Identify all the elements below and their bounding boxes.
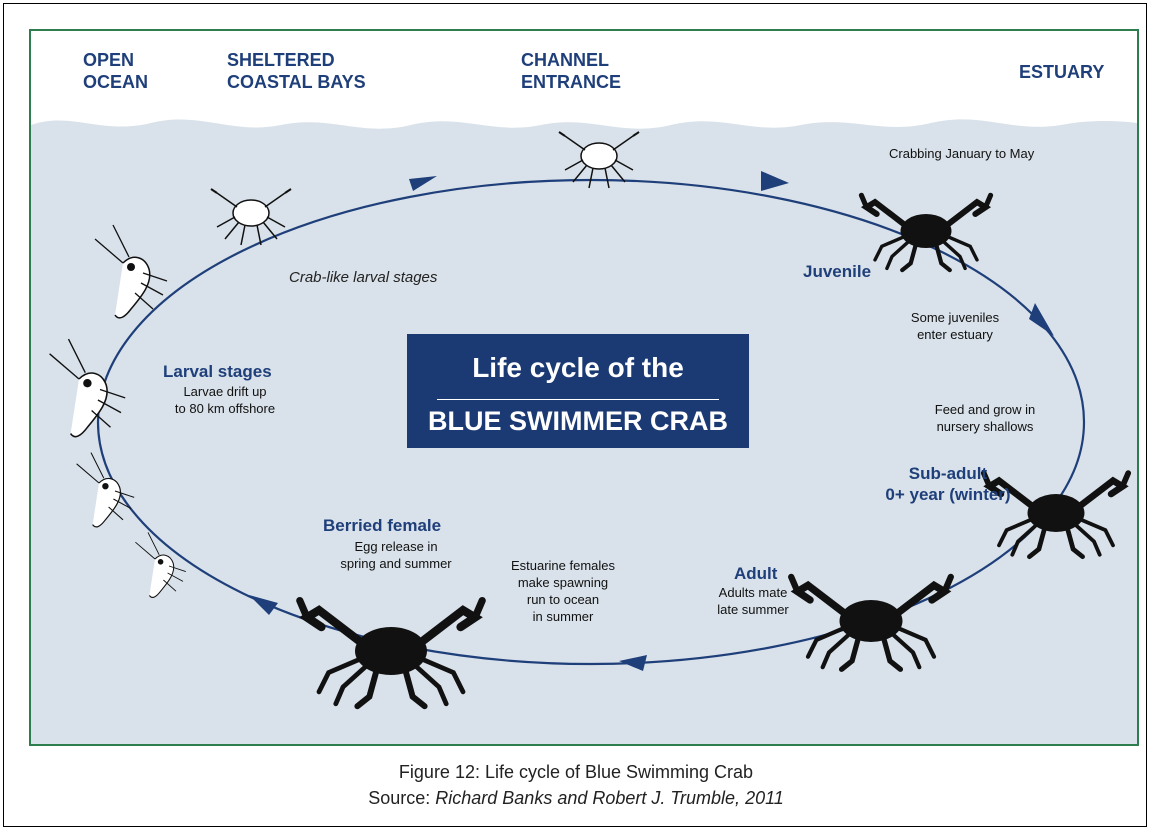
berried-female-label: Berried female bbox=[323, 515, 441, 536]
egg-release-label: Egg release in spring and summer bbox=[331, 538, 461, 572]
title-divider bbox=[437, 399, 719, 400]
larval-stages-label: Larval stages bbox=[163, 361, 272, 382]
source-prefix: Source: bbox=[368, 788, 435, 808]
diagram-title-box: Life cycle of the BLUE SWIMMER CRAB bbox=[407, 334, 749, 448]
juvenile-label: Juvenile bbox=[803, 261, 871, 282]
larvae-drift-label: Larvae drift up to 80 km offshore bbox=[165, 383, 285, 417]
figure-caption: Figure 12: Life cycle of Blue Swimming C… bbox=[0, 760, 1152, 784]
spawning-run-label: Estuarine females make spawning run to o… bbox=[493, 557, 633, 625]
crabbing-season-label: Crabbing January to May bbox=[889, 145, 1034, 162]
title-line-2: BLUE SWIMMER CRAB bbox=[407, 406, 749, 437]
feed-grow-label: Feed and grow in nursery shallows bbox=[925, 401, 1045, 435]
title-line-1: Life cycle of the bbox=[407, 352, 749, 384]
juveniles-enter-label: Some juveniles enter estuary bbox=[895, 309, 1015, 343]
crab-like-larval-label: Crab-like larval stages bbox=[289, 269, 437, 286]
zone-estuary: ESTUARY bbox=[1019, 61, 1104, 83]
diagram-frame: OPEN OCEAN SHELTERED COASTAL BAYS CHANNE… bbox=[29, 29, 1139, 746]
zone-channel-entrance: CHANNEL ENTRANCE bbox=[521, 49, 621, 93]
zone-sheltered-bays: SHELTERED COASTAL BAYS bbox=[227, 49, 366, 93]
sub-adult-label: Sub-adult 0+ year (winter) bbox=[863, 463, 1033, 505]
zone-open-ocean: OPEN OCEAN bbox=[83, 49, 148, 93]
source-text: Richard Banks and Robert J. Trumble, 201… bbox=[435, 788, 784, 808]
adults-mate-label: Adults mate late summer bbox=[703, 584, 803, 618]
adult-label: Adult bbox=[734, 563, 777, 584]
figure-source: Source: Richard Banks and Robert J. Trum… bbox=[0, 786, 1152, 810]
